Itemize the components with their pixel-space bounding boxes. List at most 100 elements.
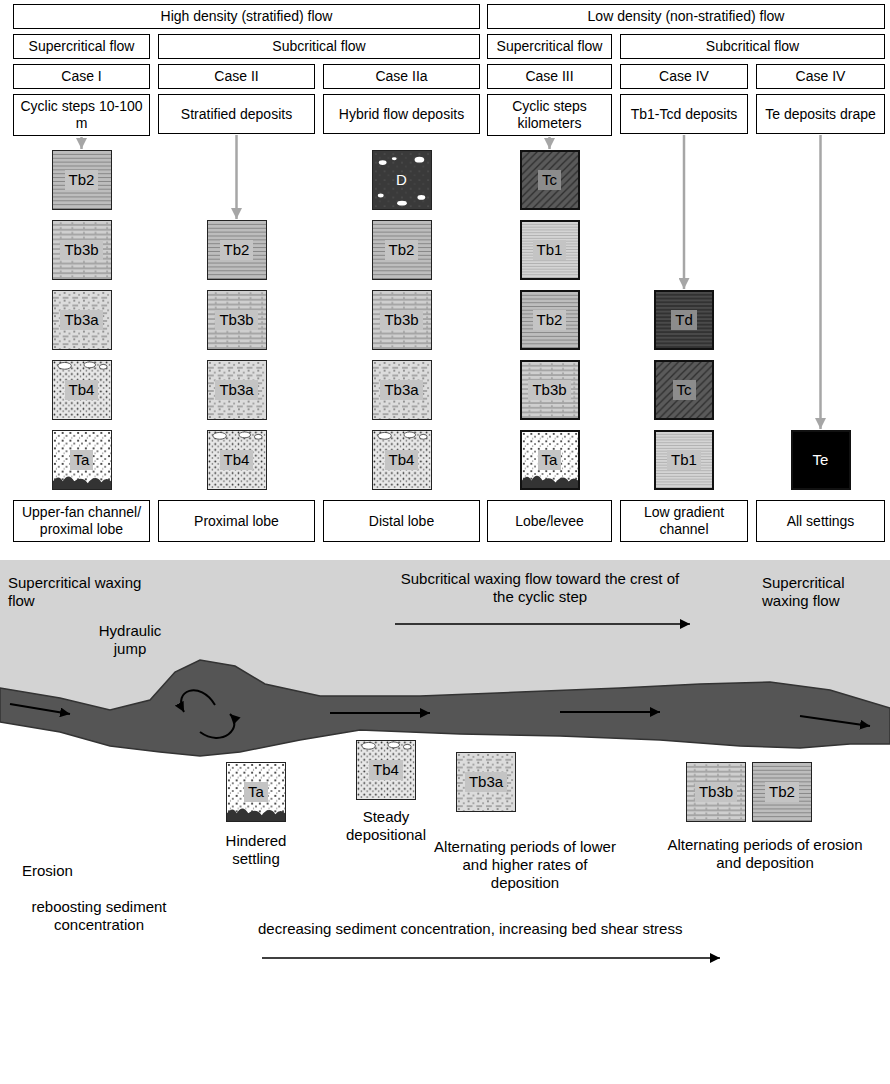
setting-box: Lobe/levee (487, 500, 612, 542)
facies-label: D (392, 170, 411, 191)
facies-label: Tb3b (215, 310, 257, 331)
facies-block: Ta (520, 430, 580, 490)
case-box: Case I (13, 64, 150, 89)
facies-label: Tb3a (465, 772, 507, 793)
flow-regime-box: Subcritical flow (158, 34, 480, 59)
deposit-type-box: Stratified deposits (158, 94, 315, 134)
flow-regime-box: Subcritical flow (620, 34, 885, 59)
setting-box: Low gradient channel (620, 500, 748, 542)
facies-label: Td (671, 310, 697, 331)
facies-block: Tb3b (520, 360, 580, 420)
flow-regime-box: Supercritical flow (487, 34, 612, 59)
setting-box: Proximal lobe (158, 500, 315, 542)
annotation: decreasing sediment concentration, incre… (258, 920, 878, 938)
facies-label: Tb1 (667, 450, 701, 471)
facies-block: Tb1 (654, 430, 714, 490)
box-label: High density (stratified) flow (161, 8, 333, 25)
facies-label: Tb2 (765, 782, 799, 803)
facies-block: Tb3b (372, 290, 432, 350)
deposit-type-box: Cyclic steps 10-100 m (13, 94, 150, 136)
facies-label: Tb2 (533, 310, 567, 331)
facies-label: Tb4 (369, 760, 403, 781)
facies-block: Tb4 (356, 740, 416, 800)
box-label: Subcritical flow (272, 38, 365, 55)
facies-block: Tb2 (207, 220, 267, 280)
flow-arrow (683, 135, 686, 289)
direction-arrow (262, 957, 720, 959)
flow-density-box: Low density (non-stratified) flow (487, 4, 885, 29)
annotation: Supercritical waxing flow (8, 574, 148, 610)
box-label: Low density (non-stratified) flow (588, 8, 785, 25)
facies-label: Tb2 (385, 240, 419, 261)
flow-direction-arrows (10, 690, 870, 738)
turbidity-current (0, 660, 890, 756)
facies-label: Tb3b (528, 380, 570, 401)
flow-arrow (80, 137, 83, 149)
box-label: Proximal lobe (194, 513, 279, 530)
facies-block: Tb3a (456, 752, 516, 812)
annotation: Supercritical waxing flow (762, 574, 886, 610)
case-box: Case II (158, 64, 315, 89)
case-box: Case III (487, 64, 612, 89)
facies-label: Ta (70, 450, 94, 471)
flow-regime-box: Supercritical flow (13, 34, 150, 59)
facies-label: Tb3a (215, 380, 257, 401)
annotation: Alternating periods of erosion and depos… (665, 836, 865, 872)
facies-block: Tb3a (372, 360, 432, 420)
flow-arrow (235, 135, 238, 219)
box-label: Stratified deposits (181, 106, 292, 123)
box-label: Low gradient channel (625, 504, 743, 538)
facies-block: Tb2 (52, 150, 112, 210)
facies-block: Tb3b (52, 220, 112, 280)
facies-block: Tb3a (207, 360, 267, 420)
facies-block: Tb3b (686, 762, 746, 822)
box-label: Case IV (659, 68, 709, 85)
facies-label: Tb4 (220, 450, 254, 471)
deposit-type-box: Cyclic steps kilometers (487, 94, 612, 136)
box-label: Case IV (796, 68, 846, 85)
facies-label: Tb1 (533, 240, 567, 261)
facies-label: Tb3b (380, 310, 422, 331)
annotation: Hydraulic jump (88, 622, 172, 658)
facies-block: Tb1 (520, 220, 580, 280)
deposit-type-box: Tb1-Tcd deposits (620, 94, 748, 134)
facies-label: Ta (538, 450, 562, 471)
facies-block: Tc (520, 150, 580, 210)
facies-label: Tb4 (65, 380, 99, 401)
case-box: Case IV (756, 64, 885, 89)
box-label: Te deposits drape (765, 106, 876, 123)
box-label: Tb1-Tcd deposits (631, 106, 738, 123)
deposit-type-box: Te deposits drape (756, 94, 885, 134)
facies-block: Te (791, 430, 851, 490)
box-label: All settings (787, 513, 855, 530)
flow-density-box: High density (stratified) flow (13, 4, 480, 29)
facies-block: D (372, 150, 432, 210)
setting-box: Upper-fan channel/ proximal lobe (13, 500, 150, 542)
box-label: Case III (525, 68, 573, 85)
facies-label: Te (809, 450, 833, 471)
deposit-type-box: Hybrid flow deposits (323, 94, 480, 134)
box-label: Cyclic steps kilometers (492, 98, 607, 132)
facies-block: Tc (654, 360, 714, 420)
box-label: Hybrid flow deposits (339, 106, 464, 123)
facies-label: Tb3b (695, 782, 737, 803)
box-label: Case I (61, 68, 101, 85)
annotation: Hindered settling (206, 832, 306, 868)
annotation: Alternating periods of lower and higher … (430, 838, 620, 892)
annotation: Steady depositional (326, 808, 446, 844)
facies-label: Tb3a (380, 380, 422, 401)
case-box: Case IIa (323, 64, 480, 89)
facies-block: Ta (52, 430, 112, 490)
box-label: Case II (214, 68, 258, 85)
facies-block: Tb4 (207, 430, 267, 490)
setting-box: All settings (756, 500, 885, 542)
facies-label: Tb3a (60, 310, 102, 331)
ambient-water (0, 560, 890, 756)
facies-label: Tb3b (60, 240, 102, 261)
facies-block: Td (654, 290, 714, 350)
box-label: Cyclic steps 10-100 m (18, 98, 145, 132)
facies-block: Tb4 (372, 430, 432, 490)
facies-block: Tb3b (207, 290, 267, 350)
facies-block: Tb2 (372, 220, 432, 280)
facies-label: Tb4 (385, 450, 419, 471)
